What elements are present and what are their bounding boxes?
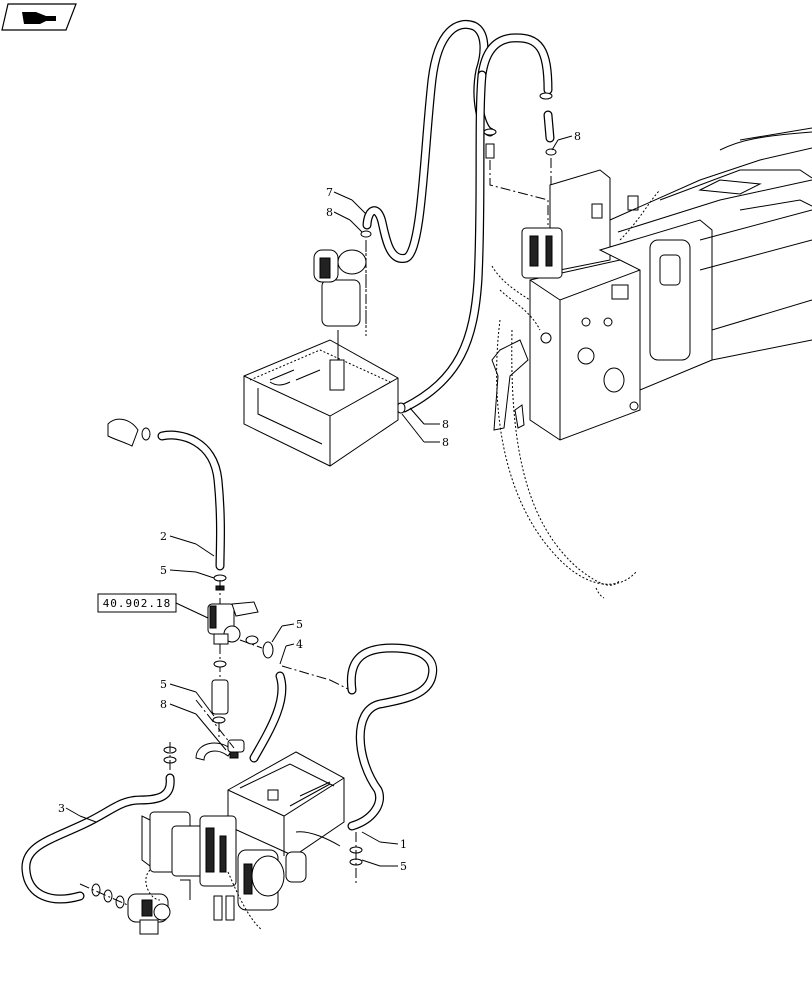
callout-7: 8 [442,418,449,431]
upper-hose-assembly [362,20,555,413]
callout-6: 7 [326,186,333,199]
upper-tank [243,339,399,467]
callout-2: 2 [160,530,167,543]
lower-machine [141,751,345,931]
callout-3: 3 [58,802,65,815]
hand-pointer-icon[interactable] [1,3,77,31]
callout-8c: 8 [442,436,449,449]
upper-valve [313,249,367,391]
middle-hose [107,418,227,606]
callout-1: 1 [400,838,407,851]
callout-8b: 8 [574,130,581,143]
hose-1 [346,643,438,886]
callout-8d: 8 [160,698,167,711]
callout-4: 4 [296,638,303,651]
callout-5c: 5 [160,678,167,691]
hose-4 [249,665,351,763]
middle-valve [207,601,274,684]
machine-frame [491,127,812,599]
callout-5b: 5 [296,618,303,631]
callout-5d: 5 [400,860,407,873]
callouts: 7 8 8 8 8 2 5 5 4 5 [58,130,581,873]
lower-left-pump [127,893,171,935]
reference-label[interactable]: 40.902.18 [97,593,209,619]
short-hose [211,679,229,740]
reference-label-text: 40.902.18 [103,597,172,610]
upper-clamps [360,92,557,414]
elbow-fittings [195,699,245,761]
hose-3 [21,742,177,909]
callout-5a: 5 [160,564,167,577]
callout-8a: 8 [326,206,333,219]
